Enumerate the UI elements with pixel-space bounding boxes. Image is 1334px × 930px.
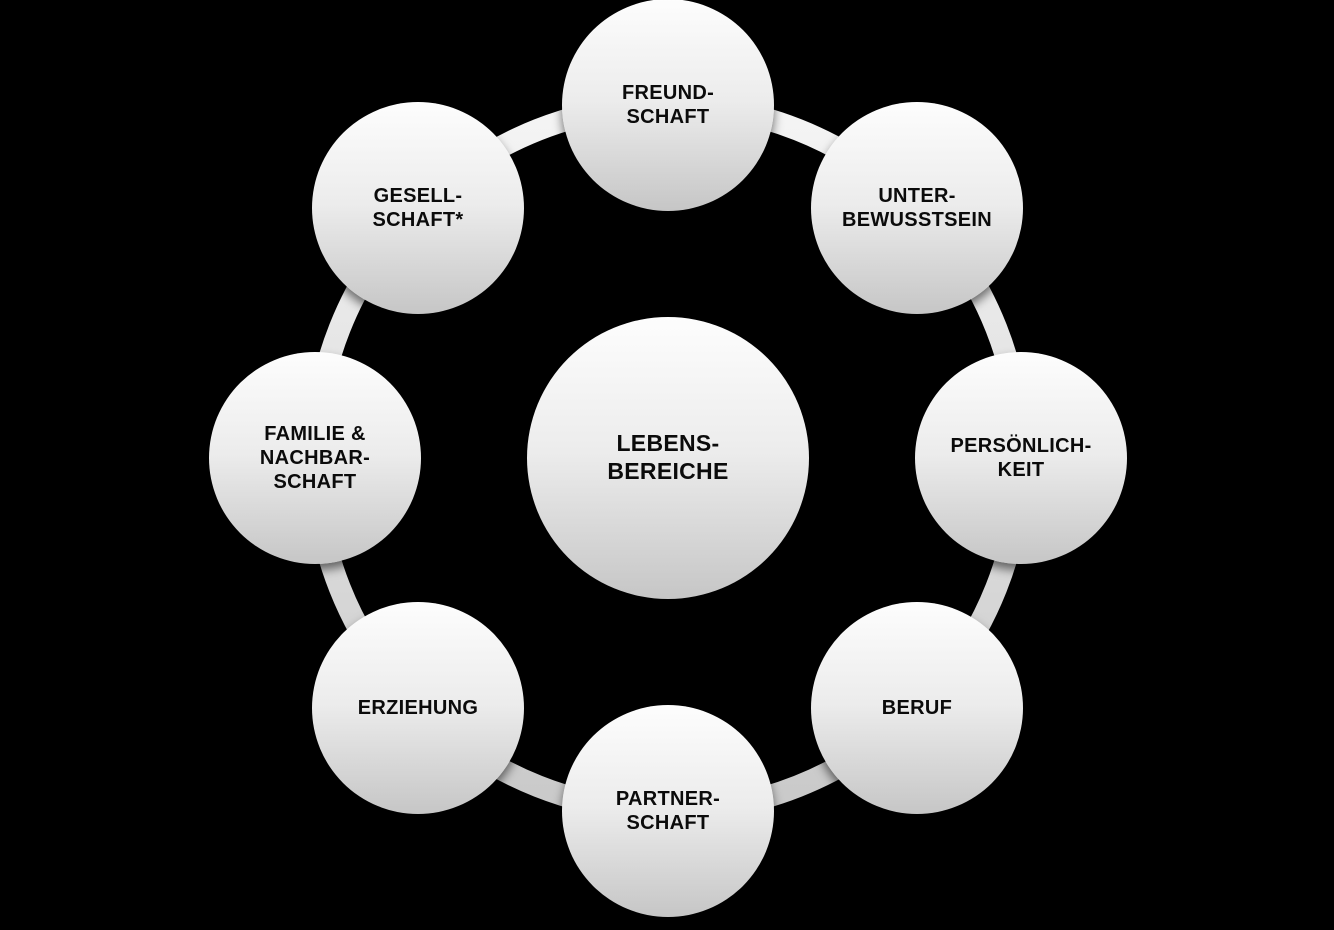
node-persoenlichkeit-label: PERSÖNLICH- KEIT [950,435,1092,481]
node-familie-nachbarschaft-label: FAMILIE & NACHBAR- SCHAFT [259,423,371,493]
node-partnerschaft: PARTNER- SCHAFT [562,705,774,917]
node-beruf: BERUF [811,602,1023,814]
node-lebensbereiche-center: LEBENS- BEREICHE [527,317,809,599]
node-persoenlichkeit: PERSÖNLICH- KEIT [915,352,1127,564]
node-freundschaft-label: FREUND- SCHAFT [621,82,715,128]
node-gesellschaft-label: GESELL- SCHAFT* [372,185,464,231]
node-unterbewusstsein: UNTER- BEWUSSTSEIN [811,102,1023,314]
node-erziehung: ERZIEHUNG [312,602,524,814]
node-unterbewusstsein-label: UNTER- BEWUSSTSEIN [842,185,992,231]
node-gesellschaft: GESELL- SCHAFT* [312,102,524,314]
node-freundschaft: FREUND- SCHAFT [562,0,774,211]
node-beruf-label: BERUF [881,697,953,719]
node-familie-nachbarschaft: FAMILIE & NACHBAR- SCHAFT [209,352,421,564]
node-partnerschaft-label: PARTNER- SCHAFT [615,788,721,834]
node-lebensbereiche-label: LEBENS- BEREICHE [607,430,729,484]
node-erziehung-label: ERZIEHUNG [357,697,479,719]
